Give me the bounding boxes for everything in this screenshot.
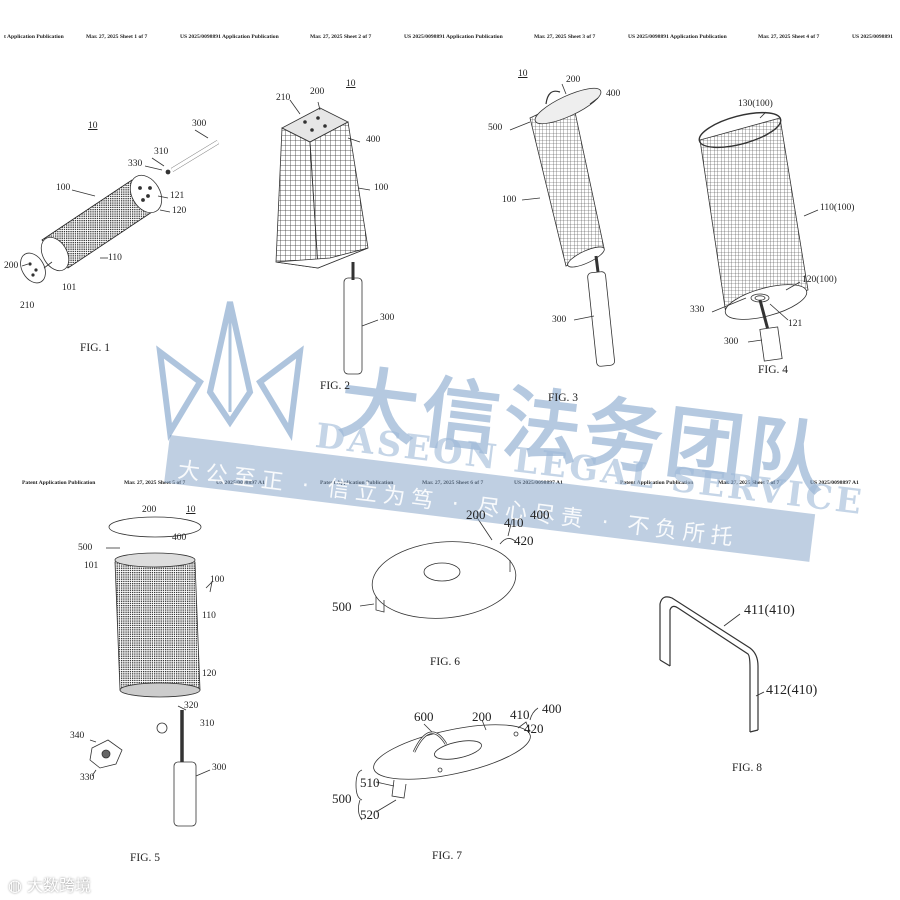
fig4-drawing [698,111,819,362]
header-text: US 2025/0098891 Application Publication [180,34,279,40]
fig3-label: 500 [488,123,503,133]
fig8-label: 411(410) [744,603,795,618]
fig8-caption: FIG. 8 [732,762,763,774]
fig7-label: 500 [332,791,352,806]
fig5-label: 200 [142,505,157,515]
fig1-label: 300 [192,119,207,129]
fig4-label: 300 [724,337,739,347]
fig5-ref-number: 10 [186,505,196,515]
fig7-label: 600 [414,709,434,724]
footer-logo-icon: ◍ [8,876,28,895]
fig7-label: 420 [524,721,544,736]
header-text: Mar. 27, 2025 Sheet 2 of 7 [310,34,372,40]
fig5-label: 100 [210,575,225,585]
fig1-label: 210 [20,301,35,311]
header-text: US 2025/0098891 Application Publication [404,34,503,40]
fig5-label: 320 [184,701,199,711]
fig8-label: 412(410) [766,683,818,698]
fig1-label: 200 [4,261,19,271]
fig7-label: 200 [472,709,492,724]
fig5-caption: FIG. 5 [130,852,161,864]
fig3-label: 200 [566,75,581,85]
header-text: Patent Application Publication [22,480,96,486]
fig5-drawing [89,516,213,827]
fig6-label: 200 [466,507,486,522]
header-text: Mar. 27, 2025 Sheet 5 of 7 [124,480,186,486]
fig8-drawing [659,596,765,733]
fig1-caption: FIG. 1 [80,342,111,354]
fig7-label: 510 [360,775,380,790]
header-text: Mar. 27, 2025 Sheet 1 of 7 [86,34,148,40]
fig4-label: 130(100) [738,99,773,109]
fig3-label: 400 [606,89,621,99]
fig2-caption: FIG. 2 [320,380,351,392]
fig4-label: 121 [788,319,803,329]
fig5-label: 310 [200,719,215,729]
fig5-label: 340 [70,731,85,741]
fig1-ref-number: 10 [88,121,98,131]
fig7-caption: FIG. 7 [432,850,463,862]
header-text: Mar. 27, 2025 Sheet 4 of 7 [758,34,820,40]
fig6-drawing [359,515,517,619]
fig5-label: 110 [202,611,216,621]
fig5-label: 500 [78,543,93,553]
header-text: t Application Publication [4,34,64,40]
fig1-label: 101 [62,283,77,293]
fig2-label: 100 [374,183,389,193]
fig6-caption: FIG. 6 [430,656,461,668]
fig6-label: 500 [332,599,352,614]
fig3-label: 100 [502,195,517,205]
header-text: US 2025/0098897 A1 [810,480,859,486]
fig4-caption: FIG. 4 [758,364,789,376]
fig5-label: 300 [212,763,227,773]
fig7-label: 410 [510,707,530,722]
fig2-drawing [275,99,379,375]
fig1-label: 110 [108,253,122,263]
fig2-label: 300 [380,313,395,323]
fig5-label: 330 [80,773,95,783]
fig2-label: 200 [310,87,325,97]
fig3-label: 300 [552,315,567,325]
fig2-label: 400 [366,135,381,145]
header-text: Mar. 27, 2025 Sheet 3 of 7 [534,34,596,40]
fig5-label: 400 [172,533,187,543]
fig3-drawing [509,83,615,367]
fig3-caption: FIG. 3 [548,392,579,404]
header-text: US 2025/0098891 Application Publication [628,34,727,40]
fig4-label: 330 [690,305,705,315]
footer-logo-text: 大数跨境 [27,876,92,895]
fig5-label: 120 [202,669,217,679]
fig7-drawing [355,707,539,821]
fig7-label: 520 [360,807,380,822]
header-text: US 2025/0098891 [852,34,893,40]
fig3-ref-number: 10 [518,69,528,79]
fig2-ref-number: 10 [346,79,356,89]
fig5-label: 101 [84,561,99,571]
fig6-label: 400 [530,507,550,522]
fig6-label: 410 [504,515,524,530]
footer-logo: ◍ 大数跨境 [8,872,91,896]
fig1-label: 100 [56,183,71,193]
fig1-label: 120 [172,206,187,216]
fig4-label: 110(100) [820,203,855,213]
fig1-drawing [20,129,220,284]
fig6-label: 420 [514,533,534,548]
fig1-label: 330 [128,159,143,169]
fig1-label: 310 [154,147,169,157]
fig7-label: 400 [542,701,562,716]
fig2-label: 210 [276,93,291,103]
fig1-label: 121 [170,191,185,201]
fig4-label: 120(100) [802,275,837,285]
